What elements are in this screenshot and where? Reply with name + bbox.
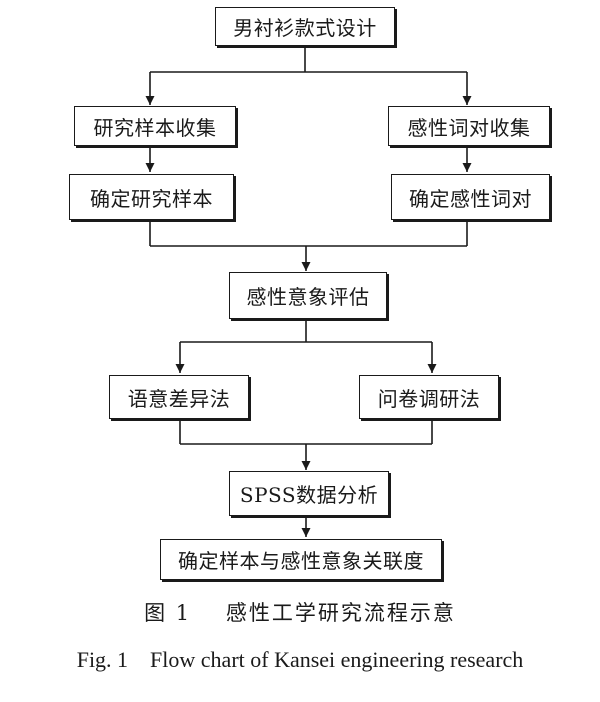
node-determine-samples-label: 确定研究样本 xyxy=(90,186,213,211)
figure-caption-english: Fig. 1 Flow chart of Kansei engineering … xyxy=(76,647,524,672)
node-word-pair-collection: 感性词对收集 xyxy=(388,106,550,146)
node-questionnaire-label: 问卷调研法 xyxy=(377,386,481,411)
figure-caption-chinese: 图 1 感性工学研究流程示意 xyxy=(144,601,456,625)
node-determine-word-pairs: 确定感性词对 xyxy=(391,174,550,220)
node-questionnaire: 问卷调研法 xyxy=(359,375,499,419)
node-determine-word-pairs-label: 确定感性词对 xyxy=(409,186,532,211)
node-spss-analysis: SPSS数据分析 xyxy=(229,471,389,516)
node-kansei-image-evaluation-label: 感性意象评估 xyxy=(246,285,370,309)
node-kansei-image-evaluation: 感性意象评估 xyxy=(229,272,387,319)
node-word-pair-collection-label: 感性词对收集 xyxy=(407,115,531,140)
node-semantic-differential-label: 语意差异法 xyxy=(127,386,231,411)
node-semantic-differential: 语意差异法 xyxy=(109,375,249,419)
node-relevance: 确定样本与感性意象关联度 xyxy=(160,539,442,580)
node-relevance-label: 确定样本与感性意象关联度 xyxy=(178,549,424,573)
node-spss-analysis-label: SPSS数据分析 xyxy=(239,483,379,507)
node-shirt-design: 男衬衫款式设计 xyxy=(215,7,395,46)
node-sample-collection: 研究样本收集 xyxy=(74,106,236,146)
node-determine-samples: 确定研究样本 xyxy=(69,174,234,220)
node-sample-collection-label: 研究样本收集 xyxy=(93,115,217,140)
node-shirt-design-label: 男衬衫款式设计 xyxy=(233,16,377,40)
